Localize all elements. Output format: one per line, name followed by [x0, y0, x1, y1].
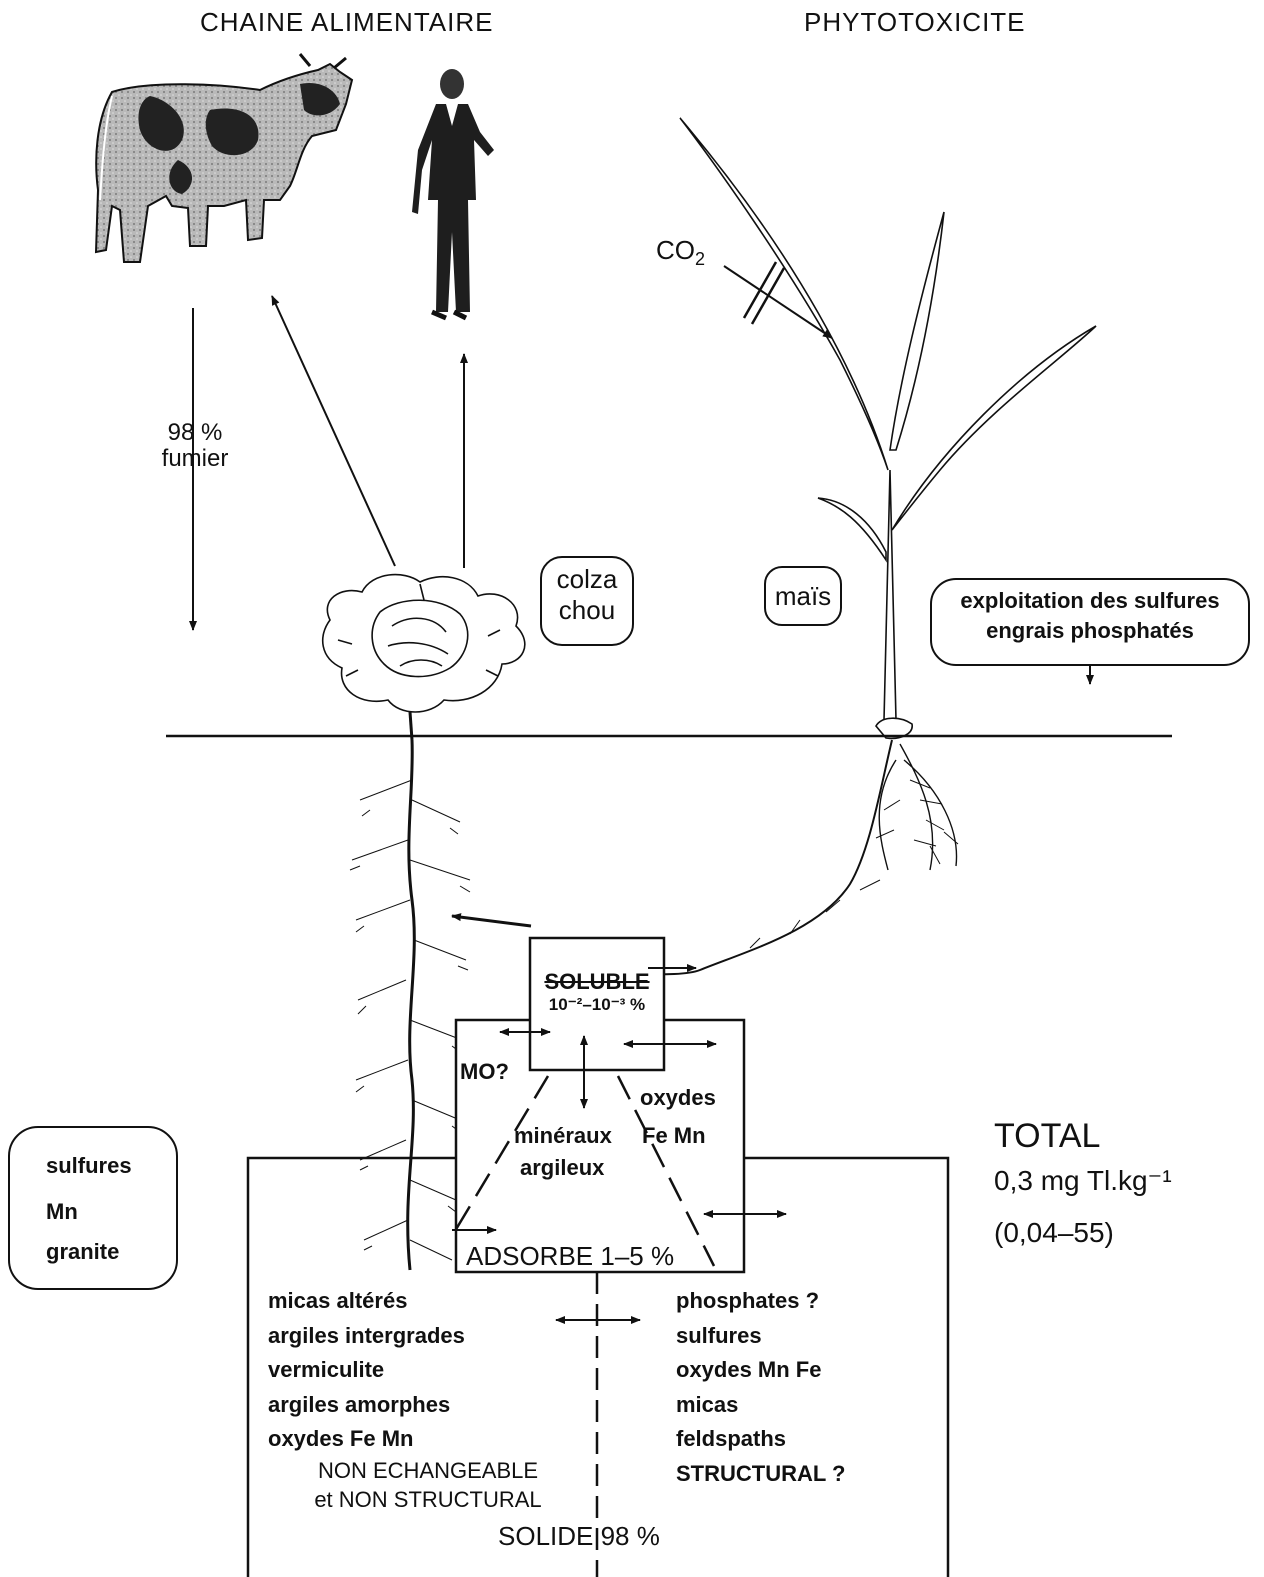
- total-title: TOTAL: [994, 1118, 1100, 1155]
- cabbage-illustration: [323, 575, 525, 740]
- oxides-label: oxydes: [640, 1086, 716, 1110]
- structural-title: STRUCTURAL ?: [676, 1457, 845, 1492]
- total-value: 0,3 mg Tl.kg⁻¹: [994, 1166, 1172, 1197]
- list-item: oxydes Fe Mn: [268, 1422, 465, 1457]
- maize-box: maïs: [764, 566, 842, 626]
- manure-label: 98 % fumier: [150, 420, 240, 473]
- heading-phytotoxicity: PHYTOTOXICITE: [804, 8, 1026, 37]
- list-item: micas altérés: [268, 1284, 465, 1319]
- total-range: (0,04–55): [994, 1218, 1114, 1249]
- fe-mn-label: Fe Mn: [642, 1124, 706, 1148]
- list-item: argiles amorphes: [268, 1388, 465, 1423]
- list-item: feldspaths: [676, 1422, 845, 1457]
- geology-item: granite: [46, 1240, 119, 1264]
- soluble-label: SOLUBLE 10⁻²–10⁻³ %: [532, 970, 662, 1015]
- sources-box: exploitation des sulfures engrais phosph…: [930, 578, 1250, 666]
- list-item: phosphates ?: [676, 1284, 845, 1319]
- nonstructural-list: micas altérés argiles intergrades vermic…: [268, 1284, 465, 1457]
- list-item: argiles intergrades: [268, 1319, 465, 1354]
- organic-matter-label: MO?: [460, 1060, 509, 1084]
- list-item: micas: [676, 1388, 845, 1423]
- co2-uptake-arrow: [724, 262, 832, 338]
- cabbage-roots: [350, 740, 470, 1270]
- co2-label: CO2: [656, 236, 705, 270]
- nonstructural-title: NON ECHANGEABLE et NON STRUCTURAL: [268, 1456, 588, 1514]
- geology-item: sulfures: [46, 1154, 132, 1178]
- geology-box: sulfures Mn granite: [8, 1126, 178, 1290]
- rapeseed-cabbage-box: colza chou: [540, 556, 634, 646]
- cow-illustration: [96, 54, 352, 262]
- maize-roots: [644, 740, 958, 974]
- heading-food-chain: CHAINE ALIMENTAIRE: [200, 8, 493, 37]
- structural-list: phosphates ? sulfures oxydes Mn Fe micas…: [676, 1284, 845, 1491]
- geology-item: Mn: [46, 1200, 78, 1224]
- clay-label: argileux: [520, 1156, 604, 1180]
- list-item: oxydes Mn Fe: [676, 1353, 845, 1388]
- man-illustration: [412, 69, 494, 318]
- list-item: vermiculite: [268, 1353, 465, 1388]
- adsorbed-label: ADSORBE 1–5 %: [466, 1242, 674, 1271]
- list-item: sulfures: [676, 1319, 845, 1354]
- clay-minerals-label: minéraux: [514, 1124, 612, 1148]
- solid-label: SOLIDE 98 %: [498, 1522, 660, 1551]
